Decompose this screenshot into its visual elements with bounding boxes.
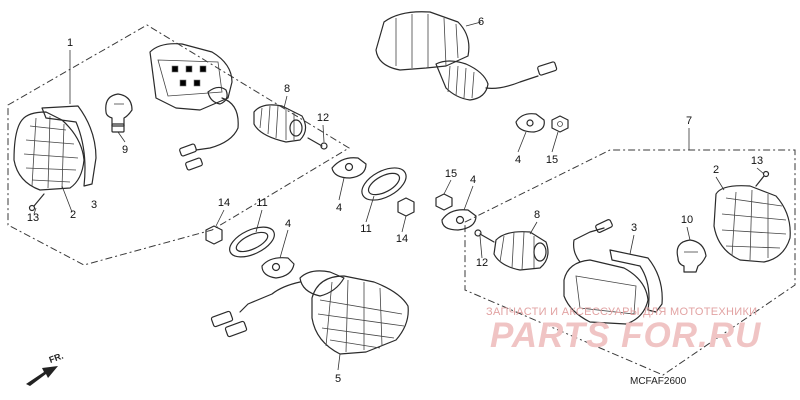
gasket-front-left (41, 105, 97, 187)
watermark-subtitle: ЗАПЧАСТИ И АКСЕССУАРЫ ДЛЯ МОТОТЕХНИКИ (486, 306, 758, 318)
part-label-1: 1 (67, 37, 73, 49)
screw-12-right (474, 229, 495, 243)
part-label-15: 15 (445, 168, 457, 180)
part-label-12: 12 (476, 257, 488, 269)
part-label-13: 13 (751, 155, 763, 167)
lens-front-left (13, 111, 85, 191)
lens-rear-right (713, 185, 791, 263)
washer-4-rear-top (515, 113, 545, 133)
nut-14-left (205, 225, 223, 245)
assembly-frame-7 (464, 149, 796, 376)
turn-signal-5 (210, 270, 409, 355)
part-label-13: 13 (27, 212, 39, 224)
gasket-3-right (609, 249, 663, 313)
connector-front-left (179, 143, 203, 171)
part-label-3: 3 (91, 199, 97, 211)
housing-front-left (149, 43, 233, 111)
wire-front-left (195, 97, 239, 151)
part-label-14: 14 (396, 233, 408, 245)
washer-4-left (261, 257, 295, 279)
washer-4-rear-right (441, 209, 477, 231)
part-label-2: 2 (713, 164, 719, 176)
socket-cover-8-left (253, 104, 307, 143)
gasket-11-middle (361, 167, 407, 201)
watermark-brand: PARTS FOR.RU (490, 316, 762, 355)
front-direction-arrow (26, 366, 58, 386)
part-label-15: 15 (546, 154, 558, 166)
bulb-9 (105, 93, 133, 133)
part-label-11: 11 (256, 197, 267, 209)
part-label-11: 11 (360, 223, 371, 235)
screw-13-left (28, 193, 45, 212)
assembly-frame-1 (7, 24, 350, 266)
diagram-code: MCFAF2600 (630, 376, 687, 387)
nut-14-middle (397, 197, 415, 217)
part-label-8: 8 (534, 209, 540, 221)
gasket-11-left (229, 226, 275, 258)
part-label-4: 4 (285, 218, 291, 230)
screw-13-right (755, 170, 770, 187)
washer-4-middle (331, 157, 367, 179)
nut-15-rear-top (551, 115, 569, 133)
housing-rear-right (563, 219, 649, 325)
part-label-10: 10 (681, 214, 693, 226)
part-label-4: 4 (336, 202, 342, 214)
part-label-5: 5 (335, 373, 341, 385)
leader-lines (33, 21, 765, 371)
screw-12-left (307, 137, 328, 150)
part-label-2: 2 (70, 209, 76, 221)
part-label-12: 12 (317, 112, 329, 124)
turn-signal-6 (375, 11, 558, 101)
nut-15-rear-right (435, 193, 453, 211)
socket-cover-8-right (493, 231, 549, 271)
part-label-3: 3 (631, 222, 637, 234)
part-label-8: 8 (284, 83, 290, 95)
part-label-7: 7 (686, 115, 692, 127)
part-label-9: 9 (122, 144, 128, 156)
part-label-4: 4 (515, 154, 521, 166)
part-label-4: 4 (470, 174, 476, 186)
bulb-10 (676, 239, 707, 273)
part-label-14: 14 (218, 197, 230, 209)
part-label-6: 6 (478, 16, 484, 28)
